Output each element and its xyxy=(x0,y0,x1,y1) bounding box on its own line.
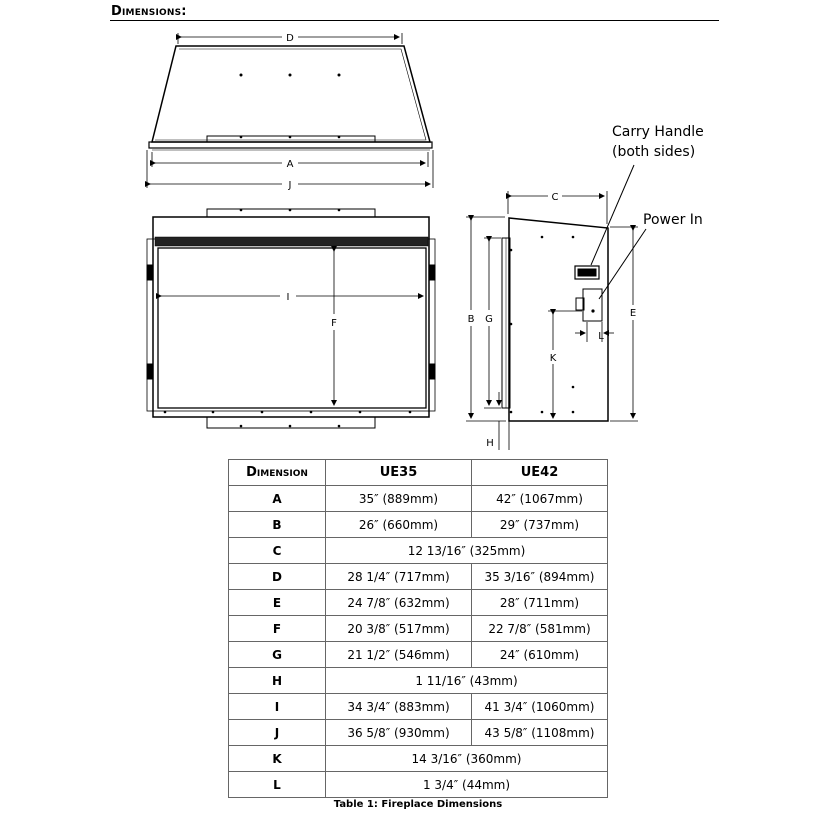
ue42-value: 29″ (737mm) xyxy=(471,511,608,538)
header-ue42: UE42 xyxy=(471,459,608,486)
ue42-value: 22 7/8″ (581mm) xyxy=(471,615,608,642)
table-row: C 12 13/16″ (325mm) xyxy=(228,537,608,564)
row-key: H xyxy=(228,667,326,694)
ue35-value: 36 5/8″ (930mm) xyxy=(325,719,472,746)
label-b: B xyxy=(468,314,475,325)
ue35-value: 24 7/8″ (632mm) xyxy=(325,589,472,616)
label-h: H xyxy=(486,438,494,449)
ue42-value: 43 5/8″ (1108mm) xyxy=(471,719,608,746)
label-i: I xyxy=(287,292,290,303)
table-row: K 14 3/16″ (360mm) xyxy=(228,745,608,772)
table-row: F 20 3/8″ (517mm) 22 7/8″ (581mm) xyxy=(228,615,608,642)
side-view xyxy=(466,164,647,450)
row-key: G xyxy=(228,641,326,668)
table-row: A 35″ (889mm) 42″ (1067mm) xyxy=(228,485,608,512)
table-row: H 1 11/16″ (43mm) xyxy=(228,667,608,694)
ue35-value: 34 3/4″ (883mm) xyxy=(325,693,472,720)
ue42-value: 42″ (1067mm) xyxy=(471,485,608,512)
heading-rule xyxy=(110,20,719,21)
label-d: D xyxy=(286,33,294,44)
table-row: B 26″ (660mm) 29″ (737mm) xyxy=(228,511,608,538)
ue35-value: 35″ (889mm) xyxy=(325,485,472,512)
row-key: D xyxy=(228,563,326,590)
table-row: G 21 1/2″ (546mm) 24″ (610mm) xyxy=(228,641,608,668)
ue35-value: 28 1/4″ (717mm) xyxy=(325,563,472,590)
table-row: J 36 5/8″ (930mm) 43 5/8″ (1108mm) xyxy=(228,719,608,746)
carry-handle-callout: Carry Handle (both sides) xyxy=(612,122,704,162)
table-row: D 28 1/4″ (717mm) 35 3/16″ (894mm) xyxy=(228,563,608,590)
label-e: E xyxy=(630,308,636,319)
shared-value: 12 13/16″ (325mm) xyxy=(325,537,608,564)
row-key: I xyxy=(228,693,326,720)
label-a: A xyxy=(287,159,294,170)
label-j: J xyxy=(288,180,292,191)
shared-value: 1 3/4″ (44mm) xyxy=(325,771,608,798)
row-key: F xyxy=(228,615,326,642)
carry-handle-line2: (both sides) xyxy=(612,144,696,160)
header-dimension: Dimension xyxy=(228,459,326,486)
row-key: J xyxy=(228,719,326,746)
ue35-value: 26″ (660mm) xyxy=(325,511,472,538)
row-key: E xyxy=(228,589,326,616)
table-row: L 1 3/4″ (44mm) xyxy=(228,771,608,798)
dimensions-table: Dimension UE35 UE42 A 35″ (889mm) 42″ (1… xyxy=(228,459,608,798)
row-key: A xyxy=(228,485,326,512)
label-g: G xyxy=(485,314,493,325)
row-key: L xyxy=(228,771,326,798)
table-row: I 34 3/4″ (883mm) 41 3/4″ (1060mm) xyxy=(228,693,608,720)
power-in-callout: Power In xyxy=(643,212,703,228)
label-c: C xyxy=(552,192,559,203)
row-key: K xyxy=(228,745,326,772)
header-ue35: UE35 xyxy=(325,459,472,486)
top-view xyxy=(145,33,434,188)
label-k: K xyxy=(550,353,557,364)
section-heading: Dimensions: xyxy=(111,4,187,19)
ue42-value: 28″ (711mm) xyxy=(471,589,608,616)
front-view xyxy=(146,208,436,429)
ue42-value: 24″ (610mm) xyxy=(471,641,608,668)
ue35-value: 20 3/8″ (517mm) xyxy=(325,615,472,642)
ue35-value: 21 1/2″ (546mm) xyxy=(325,641,472,668)
carry-handle-line1: Carry Handle xyxy=(612,124,704,140)
label-f: F xyxy=(331,318,337,329)
ue42-value: 35 3/16″ (894mm) xyxy=(471,563,608,590)
ue42-value: 41 3/4″ (1060mm) xyxy=(471,693,608,720)
table-header-row: Dimension UE35 UE42 xyxy=(228,459,608,486)
row-key: C xyxy=(228,537,326,564)
row-key: B xyxy=(228,511,326,538)
shared-value: 14 3/16″ (360mm) xyxy=(325,745,608,772)
shared-value: 1 11/16″ (43mm) xyxy=(325,667,608,694)
label-l: L xyxy=(598,331,604,342)
table-row: E 24 7/8″ (632mm) 28″ (711mm) xyxy=(228,589,608,616)
table-caption: Table 1: Fireplace Dimensions xyxy=(333,799,503,810)
